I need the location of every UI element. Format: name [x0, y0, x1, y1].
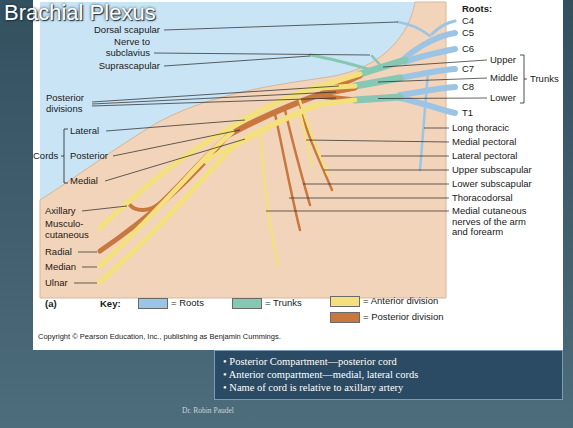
leader-line [303, 184, 449, 185]
figure-label: Radial [45, 247, 72, 258]
leader-line [154, 53, 370, 55]
ulnar-nerve [100, 145, 235, 282]
figure-label: Dorsal scapular [94, 25, 160, 36]
legend-swatch [138, 298, 168, 309]
leader-line [92, 98, 336, 106]
figure-label: T1 [462, 108, 473, 119]
figure-label: Medial cutaneous nerves of the arm and f… [452, 206, 544, 239]
suprascapular-nerve [310, 55, 372, 70]
figure-label: Median [45, 262, 76, 273]
figure-label: C4 [462, 16, 474, 27]
leader-line [164, 22, 398, 30]
leader-line [289, 198, 449, 199]
musculocutaneous-nerve [100, 128, 230, 228]
leader-line [82, 206, 127, 211]
medial-cutaneous-nerve [260, 130, 278, 265]
thoracodorsal-nerve [275, 114, 300, 230]
leader-line [105, 139, 245, 181]
figure-label: Thoracodorsal [452, 193, 513, 204]
figure-label: Nerve to subclavius [102, 37, 150, 59]
leader-line [78, 252, 97, 253]
figure-label: Long thoracic [452, 123, 509, 134]
leader-line [164, 56, 310, 66]
figure-label: C7 [462, 64, 474, 75]
figure-label: Musculo- cutaneous [45, 219, 93, 241]
figure-backdrop [40, 2, 446, 298]
trunk-nerves [310, 55, 405, 100]
leader-line [424, 128, 449, 129]
root-nerves [398, 21, 455, 170]
figure-label: C6 [462, 44, 474, 55]
lower-subscapular-nerve [285, 110, 310, 205]
long-thoracic-nerve [420, 72, 428, 170]
figure-label: Lower subscapular [452, 179, 532, 190]
bullet-note: • Name of cord is relative to axillary a… [223, 381, 403, 394]
legend-item: = Posterior division [330, 312, 444, 323]
legend-text: = Roots [171, 298, 204, 309]
legend-item: = Anterior division [330, 296, 438, 307]
dorsal-scapular-nerve [398, 22, 430, 36]
figure-label: Middle [490, 73, 518, 84]
anterior-division [320, 100, 355, 104]
leader-line [82, 267, 97, 268]
bullet-note: • Posterior Compartment—posterior cord [223, 355, 397, 368]
figure-label: Suprascapular [99, 61, 160, 72]
notes-band: • Posterior Compartment—posterior cord• … [214, 350, 563, 400]
legend-text: = Posterior division [363, 312, 444, 323]
legend-swatch [330, 296, 360, 307]
figure-label: (a) [45, 299, 57, 310]
figure-label: Axillary [45, 206, 76, 217]
leader-line [321, 156, 449, 157]
figure-label: Copyright © Pearson Education, Inc., pub… [38, 333, 281, 342]
leader-line [266, 211, 449, 212]
leader-line [113, 130, 240, 156]
cords-bracket [61, 129, 68, 183]
figure-label: Medial pectoral [452, 137, 516, 148]
figure-label: Posterior divisions [46, 93, 98, 115]
figure-label: C5 [462, 28, 474, 39]
figure-label: Posterior [70, 151, 108, 162]
leader-line [378, 98, 487, 100]
median-nerve [100, 132, 232, 266]
slide-title: Brachial Plexus [4, 2, 156, 24]
bullet-note: • Anterior compartment—medial, lateral c… [223, 368, 418, 381]
trunks-bracket [520, 55, 527, 103]
lateral-pectoral-nerve [298, 94, 328, 175]
leader-line [306, 140, 449, 142]
root-nerve [400, 98, 455, 113]
figure-label: Roots: [462, 4, 492, 15]
leader-line [106, 120, 245, 131]
legend-item: = Trunks [232, 298, 302, 309]
subclavius-nerve [372, 56, 382, 67]
figure-label: Medial [70, 176, 98, 187]
figure-label: Key: [100, 299, 121, 310]
axillary-nerve [130, 135, 228, 210]
figure-label: Upper subscapular [452, 165, 532, 176]
figure-label: C8 [462, 82, 474, 93]
figure-label: Trunks [530, 74, 559, 85]
root-nerve [405, 49, 455, 62]
leader-line [74, 283, 97, 284]
shoulder-skin [40, 2, 446, 298]
legend-swatch [232, 298, 262, 309]
leader-lines [74, 22, 487, 283]
trunk-nerve [355, 78, 400, 86]
figure-label: Ulnar [45, 278, 68, 289]
figure-label: Cords [33, 151, 58, 162]
legend-text: = Anterior division [363, 296, 438, 307]
leader-line [324, 170, 449, 171]
legend-text: = Trunks [265, 298, 302, 309]
figure-label: Upper [490, 55, 516, 66]
figure-label: Dr. Robin Paudel [182, 407, 234, 416]
legend-swatch [330, 312, 360, 323]
figure-label: Lower [490, 93, 516, 104]
figure-panel [33, 0, 563, 350]
figure-label: Lateral pectoral [452, 151, 517, 162]
legend-item: = Roots [138, 298, 204, 309]
figure-label: Lateral [70, 126, 99, 137]
anterior-division-nerves [100, 74, 360, 282]
